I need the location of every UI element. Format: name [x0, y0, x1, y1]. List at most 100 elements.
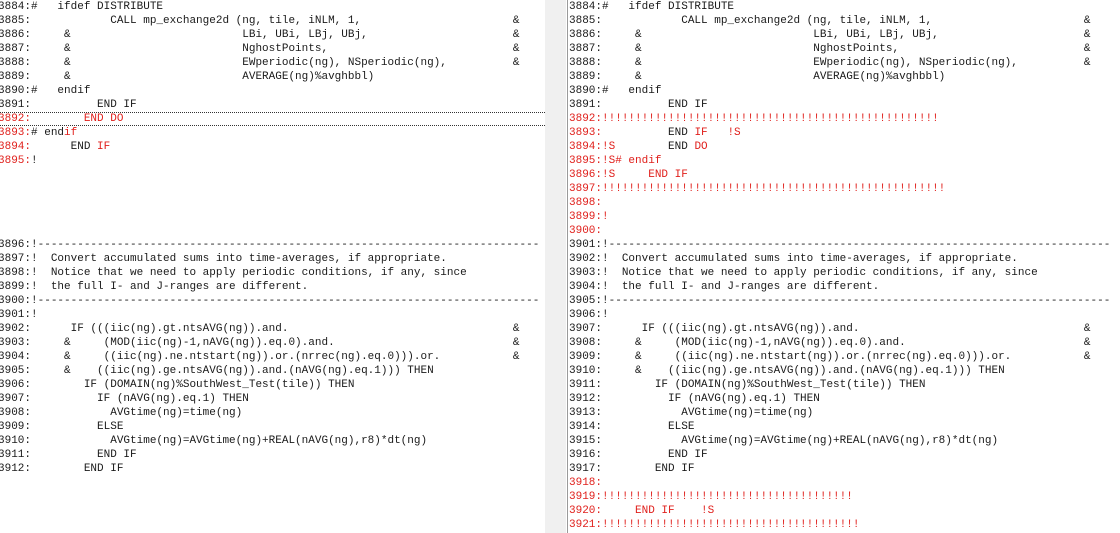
code-text: IF (nAVG(ng).eq.1) THEN: [602, 393, 820, 405]
code-text: # endif: [31, 85, 91, 97]
line-number: 3884:: [569, 1, 603, 13]
code-text: END IF: [602, 463, 695, 475]
code-text: END: [615, 141, 695, 153]
line-number: 3921:: [569, 519, 603, 531]
line-number: 3896:: [569, 169, 603, 181]
code-text: CALL mp_exchange2d (ng, tile, iNLM, 1,: [602, 15, 933, 27]
code-text: & ((iic(ng).ge.ntsAVG(ng)).and.(nAVG(ng)…: [602, 365, 1005, 377]
code-text: & EWperiodic(ng), NSperiodic(ng),: [602, 57, 1018, 69]
code-text: # ifdef DISTRIBUTE: [31, 1, 164, 13]
code-line: 3902: IF (((iic(ng).gt.ntsAVG(ng)).and.&: [0, 322, 545, 336]
code-text: !S END IF: [602, 169, 688, 181]
code-text: END IF: [31, 99, 137, 111]
line-number: 3899:: [569, 211, 603, 223]
code-text: END IF !S: [602, 505, 715, 517]
line-number: 3886:: [0, 29, 32, 41]
code-line: 3886: & LBi, UBi, LBj, UBj,&: [569, 28, 1120, 42]
line-number: 3906:: [0, 379, 32, 391]
line-number: 3895:: [569, 155, 603, 167]
diff-line-changed: 3894: END IF: [0, 140, 545, 154]
code-text: END IF: [602, 449, 708, 461]
code-line: 3905: & ((iic(ng).ge.ntsAVG(ng)).and.(nA…: [0, 364, 545, 378]
diff-line-changed: 3892:!!!!!!!!!!!!!!!!!!!!!!!!!!!!!!!!!!!…: [569, 112, 1120, 126]
continuation-marker: &: [1083, 323, 1091, 335]
code-line: 3885: CALL mp_exchange2d (ng, tile, iNLM…: [569, 14, 1120, 28]
diff-line-changed: 3896:!S END IF: [569, 168, 1120, 182]
code-text: & (MOD(iic(ng)-1,nAVG(ng)).eq.0).and.: [31, 337, 335, 349]
code-line: 3888: & EWperiodic(ng), NSperiodic(ng), &: [569, 56, 1120, 70]
line-number: 3909:: [569, 351, 603, 363]
line-number: 3905:: [0, 365, 32, 377]
line-number: 3917:: [569, 463, 603, 475]
code-text: IF: [97, 141, 111, 153]
line-number: 3886:: [569, 29, 603, 41]
code-text: ! Notice that we need to apply periodic …: [602, 267, 1038, 279]
code-line: 3886: & LBi, UBi, LBj, UBj,&: [0, 28, 545, 42]
code-text: & NghostPoints,: [31, 43, 329, 55]
line-number: 3918:: [569, 477, 603, 489]
code-line: 3904: & ((iic(ng).ne.ntstart(ng)).or.(nr…: [0, 350, 545, 364]
code-text: END IF: [31, 463, 124, 475]
code-line: 3890:# endif: [569, 84, 1120, 98]
code-text: !!!!!!!!!!!!!!!!!!!!!!!!!!!!!!!!!!!!!!: [602, 491, 853, 503]
code-text: IF (DOMAIN(ng)%SouthWest_Test(tile)) THE…: [31, 379, 355, 391]
code-text: & LBi, UBi, LBj, UBj,: [602, 29, 939, 41]
code-line: 3898:! Notice that we need to apply peri…: [0, 266, 545, 280]
code-text: !---------------------------------------…: [602, 239, 1111, 251]
continuation-marker: &: [512, 323, 520, 335]
code-text: !!!!!!!!!!!!!!!!!!!!!!!!!!!!!!!!!!!!!!!!…: [602, 113, 939, 125]
line-number: 3894:: [0, 141, 32, 153]
code-text: AVGtime(ng)=time(ng): [602, 407, 814, 419]
continuation-marker: &: [1083, 337, 1091, 349]
line-number: 3888:: [569, 57, 603, 69]
code-text: ELSE: [31, 421, 124, 433]
code-line: 3911: END IF: [0, 448, 545, 462]
line-number: 3898:: [569, 197, 603, 209]
line-number: 3887:: [569, 43, 603, 55]
diff-line-changed: 3893:# endif: [0, 126, 545, 140]
continuation-marker: &: [512, 29, 520, 41]
code-line: 3891: END IF: [0, 98, 545, 112]
line-number: 3893:: [0, 127, 32, 139]
code-text: IF (((iic(ng).gt.ntsAVG(ng)).and.: [31, 323, 289, 335]
code-text: END: [602, 127, 695, 139]
code-text: ! the full I- and J-ranges are different…: [602, 281, 880, 293]
diff-line-changed: 3898:: [569, 196, 1120, 210]
code-line: 3887: & NghostPoints,&: [0, 42, 545, 56]
code-line: 3899:! the full I- and J-ranges are diff…: [0, 280, 545, 294]
line-number: 3890:: [0, 85, 32, 97]
code-line: 3912: IF (nAVG(ng).eq.1) THEN: [569, 392, 1120, 406]
line-number: 3901:: [569, 239, 603, 251]
line-number: 3903:: [0, 337, 32, 349]
line-number: 3912:: [0, 463, 32, 475]
code-line: 3910: AVGtime(ng)=AVGtime(ng)+REAL(nAVG(…: [0, 434, 545, 448]
code-text: ! Notice that we need to apply periodic …: [31, 267, 467, 279]
code-text: & ((iic(ng).ne.ntstart(ng)).or.(nrrec(ng…: [602, 351, 1012, 363]
blank-filler-line: [0, 196, 545, 210]
line-number: 3902:: [569, 253, 603, 265]
line-number: 3910:: [569, 365, 603, 377]
code-line: 3914: ELSE: [569, 420, 1120, 434]
code-text: & AVERAGE(ng)%avghbbl): [602, 71, 946, 83]
line-number: 3889:: [569, 71, 603, 83]
line-number: 3909:: [0, 421, 32, 433]
code-line: 3887: & NghostPoints,&: [569, 42, 1120, 56]
code-line: 3909: & ((iic(ng).ne.ntstart(ng)).or.(nr…: [569, 350, 1120, 364]
continuation-marker: &: [1083, 57, 1091, 69]
line-number: 3916:: [569, 449, 603, 461]
continuation-marker: &: [1083, 43, 1091, 55]
code-line: 3910: & ((iic(ng).ge.ntsAVG(ng)).and.(nA…: [569, 364, 1120, 378]
code-line: 3905:!----------------------------------…: [569, 294, 1120, 308]
line-number: 3900:: [569, 225, 603, 237]
code-text: !!!!!!!!!!!!!!!!!!!!!!!!!!!!!!!!!!!!!!!: [602, 519, 860, 531]
code-line: 3889: & AVERAGE(ng)%avghbbl): [0, 70, 545, 84]
code-text: !!!!!!!!!!!!!!!!!!!!!!!!!!!!!!!!!!!!!!!!…: [602, 183, 946, 195]
code-line: 3901:!----------------------------------…: [569, 238, 1120, 252]
code-line: 3911: IF (DOMAIN(ng)%SouthWest_Test(tile…: [569, 378, 1120, 392]
left-pane-scrollbar[interactable]: [545, 0, 566, 533]
code-text: & ((iic(ng).ge.ntsAVG(ng)).and.(nAVG(ng)…: [31, 365, 434, 377]
code-line: 3916: END IF: [569, 448, 1120, 462]
